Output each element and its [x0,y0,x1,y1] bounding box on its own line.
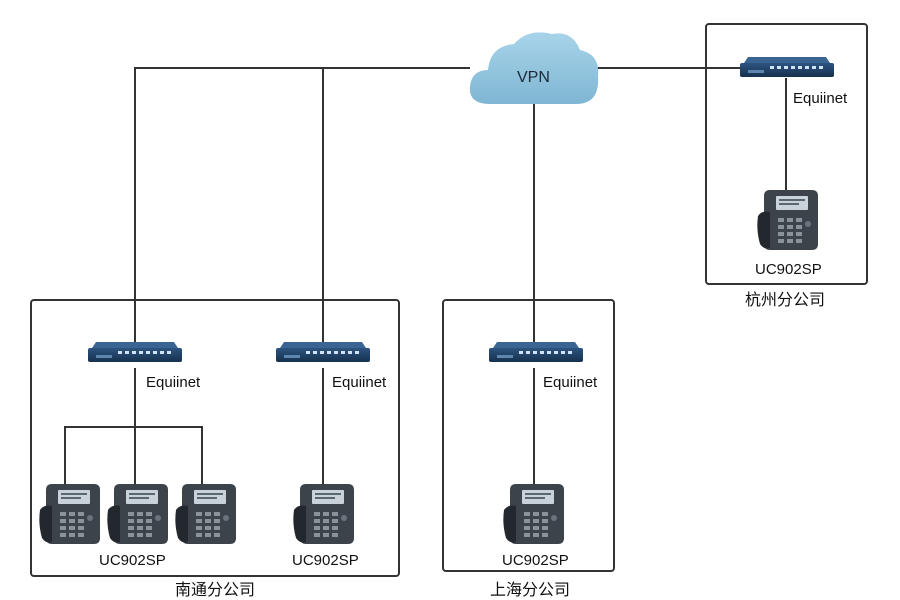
device-label: Equiinet [146,374,201,391]
switch-icon [276,342,370,362]
switch-icon [740,57,834,77]
phone-label: UC902SP [755,261,822,278]
branch-name-shanghai: 上海分公司 [490,580,571,599]
phone-label: UC902SP [502,552,569,569]
phone-label: UC902SP [292,552,359,569]
ip-phone-icon [503,484,564,544]
branch-box-shanghai [442,299,615,572]
vpn-label: VPN [517,69,550,86]
switch-icon [489,342,583,362]
ip-phone-icon [175,484,236,544]
vpn-cloud-icon [469,32,599,105]
ip-phone-icon [107,484,168,544]
connection-lines [64,67,787,485]
device-label: Equiinet [543,374,598,391]
switch-icon [88,342,182,362]
branch-name-hangzhou: 杭州分公司 [745,290,826,309]
branch-box-hangzhou [705,23,868,285]
ip-phone-icon [293,484,354,544]
branch-name-nantong: 南通分公司 [175,580,256,599]
ip-phone-icon [757,190,818,250]
ip-phone-icon [39,484,100,544]
device-label: Equiinet [332,374,387,391]
phone-label: UC902SP [99,552,166,569]
branch-box-nantong [30,299,400,577]
device-label: Equiinet [793,90,848,107]
